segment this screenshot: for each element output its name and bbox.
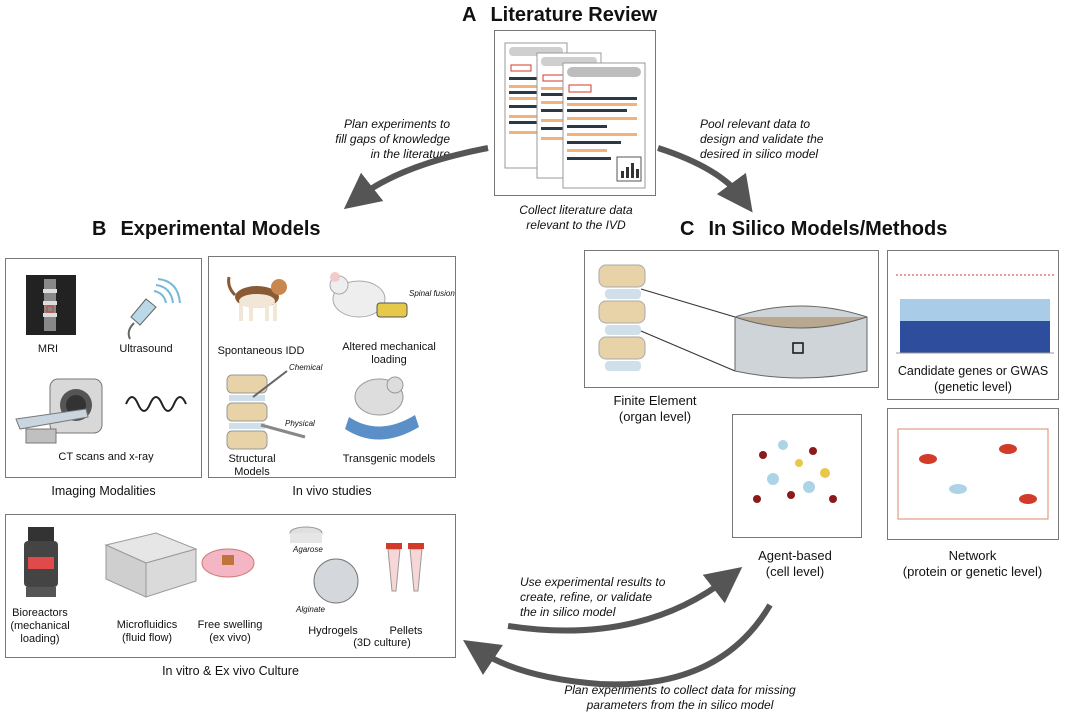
petri-dish-icon [201,548,255,578]
alginate-label: Alginate [296,605,325,614]
invivo-caption: In vivo studies [292,484,372,498]
free-swelling-label: Free swelling(ex vivo) [197,619,263,644]
network-illustration [897,428,1049,520]
spine-structural-icon [226,370,306,450]
arrow-to-experimental [343,145,489,210]
finite-element-label: Finite Element(organ level) [613,393,697,424]
agent-based-illustration [753,440,837,503]
spinal-fusion-label: Spinal fusion [409,289,455,298]
bioreactor-icon [24,527,58,597]
hydrogels-label: Hydrogels [308,625,358,637]
pellets-label: Pellets [389,625,423,637]
agarose-label: Agarose [293,545,323,554]
network-panel [887,408,1059,540]
pellets-icon [386,543,424,592]
physical-label: Physical [285,419,315,428]
mri-label: MRI [37,343,59,355]
arrow-plan-missing [463,603,773,688]
imaging-illustration [15,275,187,444]
chemical-label: Chemical [289,363,323,372]
network-label: Network(protein or genetic level) [902,548,1043,579]
mri-icon [26,275,76,335]
3d-culture-label: (3D culture) [353,637,411,649]
arrow-to-in-silico [657,145,753,213]
spine-icon [598,264,646,371]
gwas-panel: Candidate genes or GWAS(genetic level) [887,250,1059,400]
ct-label: CT scans and x-ray [58,451,154,463]
literature-panel [494,30,656,196]
xray-wave-icon [125,396,187,412]
dog-icon [227,276,287,321]
transgenic-mouse-icon [345,376,419,440]
mesh-disc-icon [734,305,868,379]
microfluidics-label: Microfluidics(fluid flow) [116,619,178,644]
finite-element-panel [584,250,879,388]
spontaneous-label: Spontaneous IDD [217,345,305,357]
manhattan-plot-illustration [896,274,1054,354]
finite-element-illustration [598,264,868,379]
imaging-caption: Imaging Modalities [51,484,156,498]
invitro-caption: In vitro & Ex vivo Culture [162,664,299,678]
arrow-use-results [507,567,743,634]
rat-icon [329,272,408,318]
imaging-panel: MRI Ultrasound CT scans and x-ray [5,258,202,478]
literature-documents-illustration [504,42,646,189]
hydrogel-icon [289,526,359,604]
invitro-illustration [24,526,424,604]
microfluidics-icon [104,532,198,598]
gwas-label: Candidate genes or GWAS(genetic level) [897,364,1049,394]
agent-based-label: Agent-based(cell level) [758,548,832,579]
ultrasound-icon [127,278,181,340]
invivo-illustration [226,272,419,450]
ct-scanner-icon [15,378,103,444]
ultrasound-label: Ultrasound [119,343,173,355]
transgenic-label: Transgenic models [342,453,436,465]
agent-based-panel [732,414,862,538]
